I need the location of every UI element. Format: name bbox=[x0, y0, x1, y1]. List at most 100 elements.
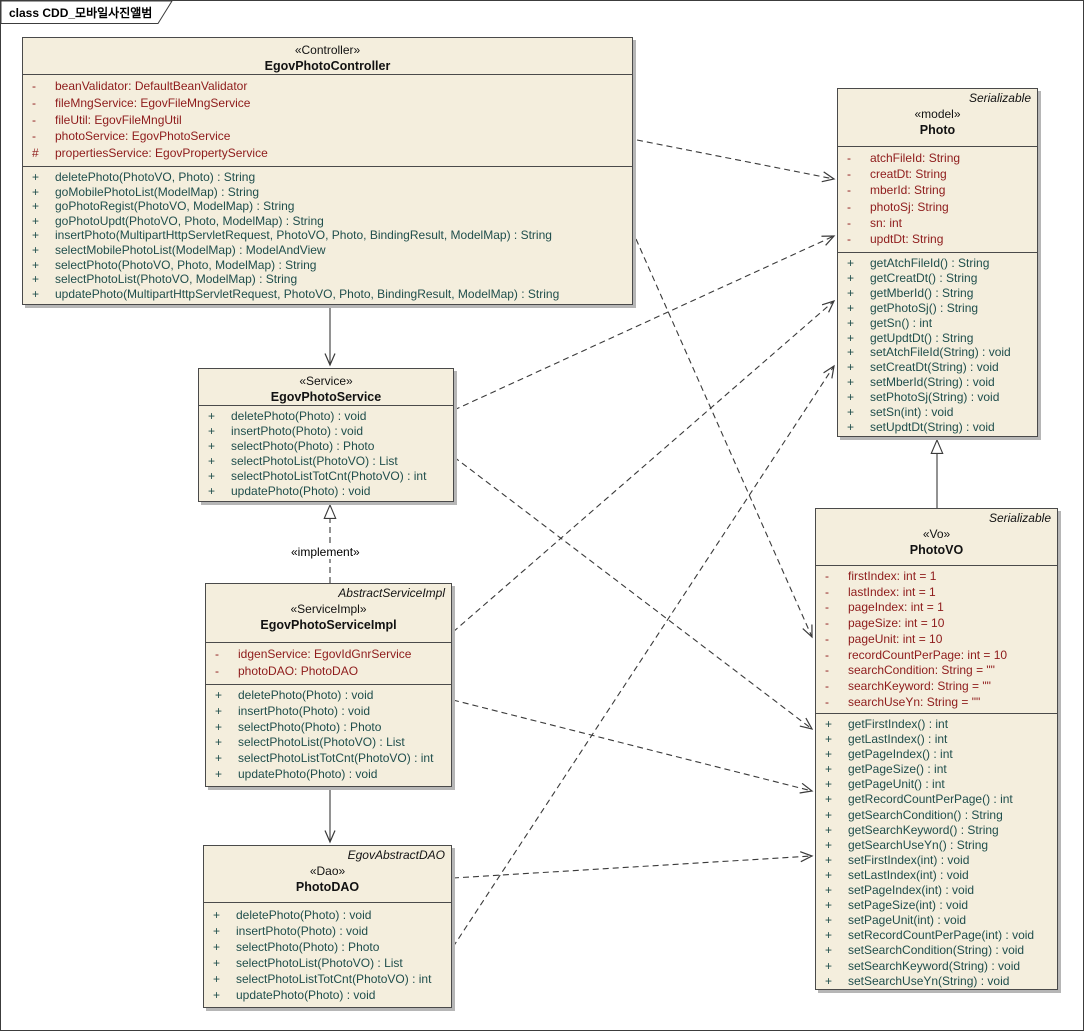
member-text: getMberId() : String bbox=[870, 285, 974, 300]
visibility-symbol: - bbox=[847, 167, 851, 182]
operation-row: +setPageIndex(int) : void bbox=[816, 883, 1057, 898]
member-text: getSn() : int bbox=[870, 315, 933, 330]
class-egovphotoserviceimpl: AbstractServiceImpl «ServiceImpl» EgovPh… bbox=[205, 583, 452, 787]
class-name: EgovPhotoController bbox=[264, 59, 391, 73]
implement-label: «implement» bbox=[289, 545, 362, 559]
member-text: fileUtil: EgovFileMngUtil bbox=[55, 112, 182, 127]
visibility-symbol: - bbox=[847, 151, 851, 165]
operation-row: +goPhotoRegist(PhotoVO, ModelMap) : Stri… bbox=[23, 199, 632, 214]
member-text: photoDAO: PhotoDAO bbox=[238, 663, 359, 678]
visibility-symbol: - bbox=[825, 631, 829, 646]
dependency-serviceimpl-to-photovo bbox=[452, 699, 812, 791]
member-text: selectPhoto(Photo) : Photo bbox=[231, 439, 375, 453]
visibility-symbol: + bbox=[213, 940, 221, 954]
attributes-compartment: -firstIndex: int = 1-lastIndex: int = 1-… bbox=[816, 566, 1057, 714]
attribute-row: -firstIndex: int = 1 bbox=[816, 569, 1057, 585]
attribute-row: -pageUnit: int = 10 bbox=[816, 632, 1057, 648]
visibility-symbol: + bbox=[825, 973, 833, 988]
operation-row: +setPageUnit(int) : void bbox=[816, 913, 1057, 928]
member-text: getLastIndex() : int bbox=[848, 732, 948, 747]
member-text: setUpdtDt(String) : void bbox=[870, 419, 995, 434]
member-text: atchFileId: String bbox=[870, 151, 961, 165]
member-text: selectMobilePhotoList(ModelMap) : ModelA… bbox=[55, 242, 326, 257]
member-text: selectPhoto(Photo) : Photo bbox=[236, 940, 380, 954]
class-egovphotoservice: «Service» EgovPhotoService +deletePhoto(… bbox=[198, 368, 454, 502]
operation-row: +getPageUnit() : int bbox=[816, 777, 1057, 792]
member-text: beanValidator: DefaultBeanValidator bbox=[55, 79, 248, 93]
visibility-symbol: + bbox=[825, 867, 833, 882]
operation-row: + selectPhotoListTotCnt(PhotoVO) : int bbox=[206, 751, 451, 767]
visibility-symbol: + bbox=[213, 908, 221, 922]
member-text: deletePhoto(PhotoVO, Photo) : String bbox=[55, 170, 256, 184]
visibility-symbol: + bbox=[847, 285, 855, 300]
attribute-row: -sn: int bbox=[838, 215, 1037, 231]
operation-row: +setPageSize(int) : void bbox=[816, 898, 1057, 913]
operation-row: + insertPhoto(Photo) : void bbox=[204, 923, 451, 939]
attribute-row: -pageIndex: int = 1 bbox=[816, 600, 1057, 616]
member-text: setFirstIndex(int) : void bbox=[848, 852, 970, 867]
attribute-row: -fileMngService: EgovFileMngService bbox=[23, 95, 632, 112]
member-text: getPhotoSj() : String bbox=[870, 300, 979, 315]
visibility-symbol: - bbox=[825, 694, 829, 709]
operation-row: +getPageIndex() : int bbox=[816, 747, 1057, 762]
visibility-symbol: + bbox=[825, 822, 833, 837]
visibility-symbol: + bbox=[215, 735, 223, 750]
attribute-row: -photoService: EgovPhotoService bbox=[23, 128, 632, 145]
member-text: getUpdtDt() : String bbox=[870, 330, 974, 345]
member-text: getAtchFileId() : String bbox=[870, 256, 990, 270]
visibility-symbol: - bbox=[847, 232, 851, 247]
class-photovo: Serializable «Vo» PhotoVO -firstIndex: i… bbox=[815, 508, 1058, 990]
operation-row: +selectMobilePhotoList(ModelMap) : Model… bbox=[23, 243, 632, 258]
operation-row: +selectPhoto(Photo) : Photo bbox=[199, 439, 453, 454]
operation-row: +setUpdtDt(String) : void bbox=[838, 420, 1037, 435]
visibility-symbol: - bbox=[847, 199, 851, 214]
visibility-symbol: + bbox=[213, 924, 221, 938]
operation-row: +selectPhotoList(PhotoVO) : List bbox=[199, 454, 453, 469]
visibility-symbol: + bbox=[208, 454, 216, 468]
attribute-row: -pageSize: int = 10 bbox=[816, 616, 1057, 632]
visibility-symbol: + bbox=[32, 184, 40, 199]
member-text: insertPhoto(Photo) : void bbox=[236, 924, 369, 938]
member-text: selectPhotoListTotCnt(PhotoVO) : int bbox=[238, 751, 434, 766]
member-text: goPhotoRegist(PhotoVO, ModelMap) : Strin… bbox=[55, 199, 295, 214]
operation-row: +setRecordCountPerPage(int) : void bbox=[816, 928, 1057, 943]
visibility-symbol: + bbox=[847, 360, 855, 375]
operation-row: +deletePhoto(Photo) : void bbox=[204, 907, 451, 923]
attributes-compartment: - atchFileId: String-creatDt: String-mber… bbox=[838, 147, 1037, 253]
member-text: firstIndex: int = 1 bbox=[848, 569, 937, 583]
operation-row: +setSearchKeyword(String) : void bbox=[816, 959, 1057, 974]
operation-row: +updatePhoto(Photo) : void bbox=[199, 484, 453, 499]
class-property-tag: Serializable bbox=[968, 91, 1031, 105]
attributes-compartment: -beanValidator: DefaultBeanValidator-fil… bbox=[23, 75, 632, 167]
member-text: insertPhoto(MultipartHttpServletRequest,… bbox=[55, 228, 552, 243]
visibility-symbol: + bbox=[825, 732, 833, 747]
operation-row: +getRecordCountPerPage() : int bbox=[816, 792, 1057, 807]
visibility-symbol: + bbox=[32, 272, 40, 287]
operations-compartment: +getFirstIndex() : int+getLastIndex() : … bbox=[816, 714, 1057, 989]
class-property-tag: AbstractServiceImpl bbox=[338, 586, 445, 600]
member-text: searchCondition: String = "" bbox=[848, 663, 995, 678]
operation-row: +deletePhoto(Photo) : void bbox=[199, 409, 453, 424]
dependency-serviceimpl-to-photo bbox=[452, 301, 834, 633]
attribute-row: -mberId: String bbox=[838, 182, 1037, 198]
attribute-row: -creatDt: String bbox=[838, 166, 1037, 182]
operation-row: +setAtchFileId(String) : void bbox=[838, 345, 1037, 360]
visibility-symbol: - bbox=[215, 663, 219, 678]
operation-row: +getUpdtDt() : String bbox=[838, 331, 1037, 346]
tab-shape-icon bbox=[0, 0, 173, 24]
operation-row: +selectPhotoListTotCnt(PhotoVO) : int bbox=[199, 469, 453, 484]
dependency-controller-to-photo bbox=[636, 139, 834, 179]
attribute-row: -photoSj: String bbox=[838, 199, 1037, 215]
operation-row: +insertPhoto(MultipartHttpServletRequest… bbox=[23, 228, 632, 243]
member-text: selectPhotoListTotCnt(PhotoVO) : int bbox=[231, 469, 427, 483]
member-text: fileMngService: EgovFileMngService bbox=[55, 95, 251, 110]
visibility-symbol: + bbox=[208, 424, 216, 438]
member-text: deletePhoto(Photo) : void bbox=[238, 688, 374, 702]
member-text: selectPhotoList(PhotoVO) : List bbox=[236, 956, 403, 970]
operations-compartment: +getAtchFileId() : String+getCreatDt() :… bbox=[838, 253, 1037, 436]
visibility-symbol: + bbox=[215, 751, 223, 766]
member-text: selectPhoto(Photo) : Photo bbox=[238, 719, 382, 734]
visibility-symbol: + bbox=[825, 958, 833, 973]
